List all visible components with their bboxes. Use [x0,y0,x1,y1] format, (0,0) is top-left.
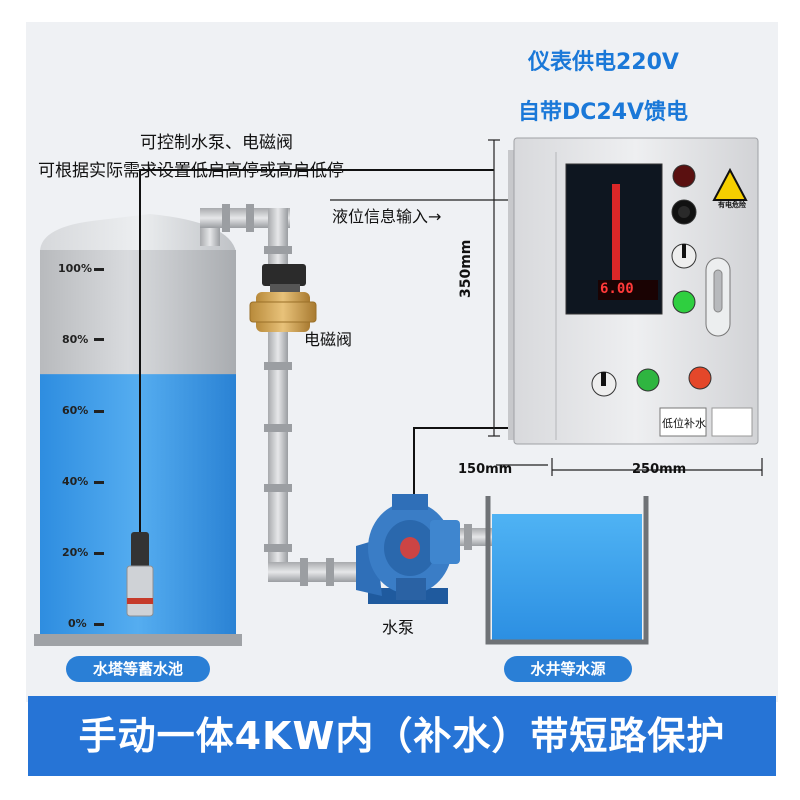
nameplate-text: 低位补水 [662,417,706,430]
control-note-line1: 可控制水泵、电磁阀 [140,133,293,153]
well-caption: 水井等水源 [504,656,632,682]
well-wall [485,496,649,645]
power-spec-line2: 自带DC24V馈电 [518,100,689,125]
pipe-system [200,204,542,588]
pump-cable [413,427,510,494]
level-label-20: 20% [62,546,89,559]
level-sensor [126,169,494,617]
control-note-line2: 可根据实际需求设置低启高停或高启低停 [38,161,344,181]
pump-label: 水泵 [382,618,415,637]
tank-base [34,634,242,646]
level-label-40: 40% [62,475,89,488]
level-tick [94,481,104,484]
level-label-80: 80% [62,333,89,346]
water-well [485,496,649,645]
water-tower [34,214,242,646]
water-pump [356,427,510,604]
level-tick [94,338,104,341]
height-dimension: 350mm [458,239,474,298]
control-cabinet [508,137,759,445]
level-tick [94,623,104,626]
level-label-100: 100% [58,262,92,275]
level-label-0: 0% [68,617,87,630]
level-label-60: 60% [62,404,89,417]
solenoid-valve [249,264,317,332]
level-tick [94,268,104,271]
level-tick [94,410,104,413]
valve-label: 电磁阀 [304,330,353,349]
width-dimension: 250mm [632,462,687,477]
display-readout: 6.00 [600,281,634,297]
level-tick [94,552,104,555]
warning-sign [712,167,748,201]
well-water [492,514,642,640]
sensor-body [126,565,154,617]
tank-roof [40,214,236,252]
depth-dimension: 150mm [458,462,513,477]
sensor-cable [139,169,494,532]
dimension-lines [330,139,763,476]
tank-upper [40,250,236,390]
tank-caption: 水塔等蓄水池 [66,656,210,682]
power-spec-line1: 仪表供电220V [528,50,679,75]
warning-label: 有电危险 [718,201,746,209]
bottom-banner: 手动一体4KW内（补水）带短路保护 [28,696,776,776]
nameplate [659,407,707,437]
sensor-head [131,532,149,568]
level-input-label: 液位信息输入→ [332,207,442,226]
